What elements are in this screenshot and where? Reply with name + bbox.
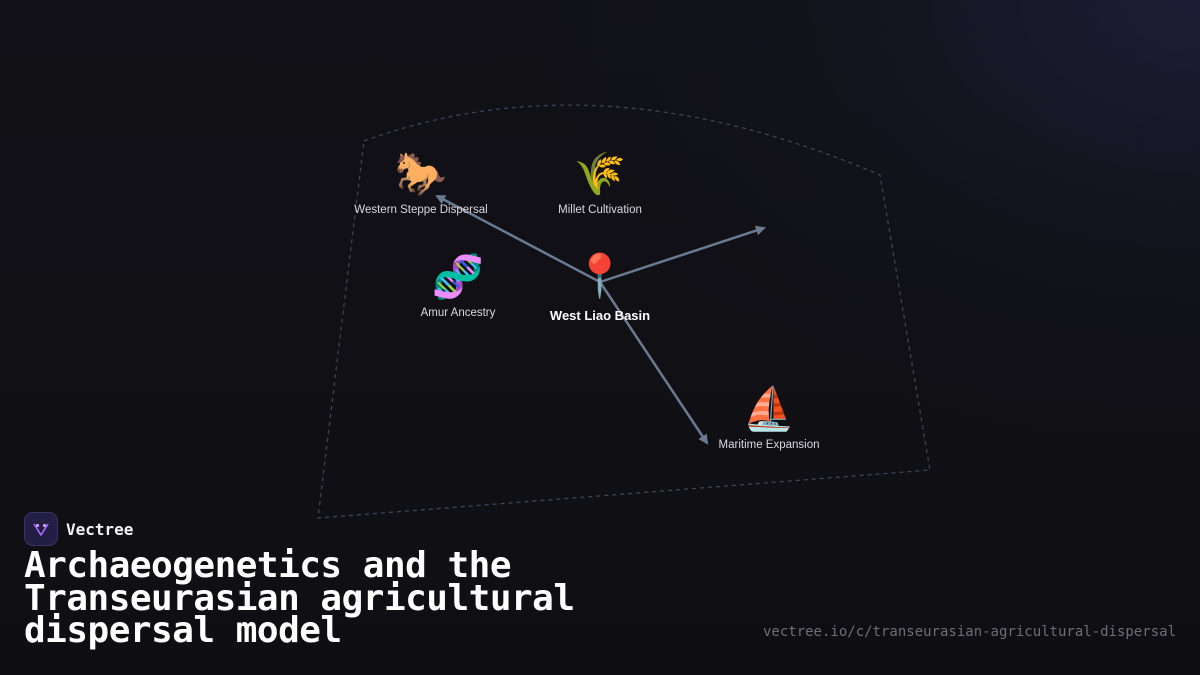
node-maritime-expansion: ⛵ Maritime Expansion (718, 384, 820, 452)
source-url: vectree.io/c/transeurasian-agricultural-… (762, 624, 1176, 640)
node-label-western-steppe: Western Steppe Dispersal (354, 204, 488, 216)
node-millet-cultivation: 🌾 Millet Cultivation (558, 149, 642, 217)
node-west-liao-basin: 📍 West Liao Basin (549, 251, 651, 324)
horse-icon: 🐎 (394, 149, 448, 198)
vectree-logo-icon (24, 512, 58, 546)
sailboat-icon: ⛵ (742, 384, 796, 433)
node-label-maritime-expansion: Maritime Expansion (718, 439, 820, 451)
page-title: Archaeogenetics and the Transeurasian ag… (24, 545, 575, 651)
dna-icon: 🧬 (431, 252, 485, 301)
node-amur-ancestry: 🧬 Amur Ancestry (420, 252, 496, 320)
arrow-to-east (599, 225, 766, 284)
sheaf-of-rice-icon: 🌾 (573, 149, 627, 198)
brand: Vectree (24, 512, 133, 546)
arrow-to-western-steppe (435, 194, 601, 284)
node-label-west-liao-basin: West Liao Basin (549, 308, 651, 323)
node-western-steppe: 🐎 Western Steppe Dispersal (354, 149, 488, 217)
round-pushpin-icon: 📍 (573, 251, 627, 300)
region-outline (317, 104, 931, 519)
brand-name: Vectree (66, 519, 134, 539)
arrow-to-maritime (598, 281, 709, 445)
node-label-amur-ancestry: Amur Ancestry (420, 307, 496, 319)
node-label-millet-cultivation: Millet Cultivation (558, 204, 642, 216)
